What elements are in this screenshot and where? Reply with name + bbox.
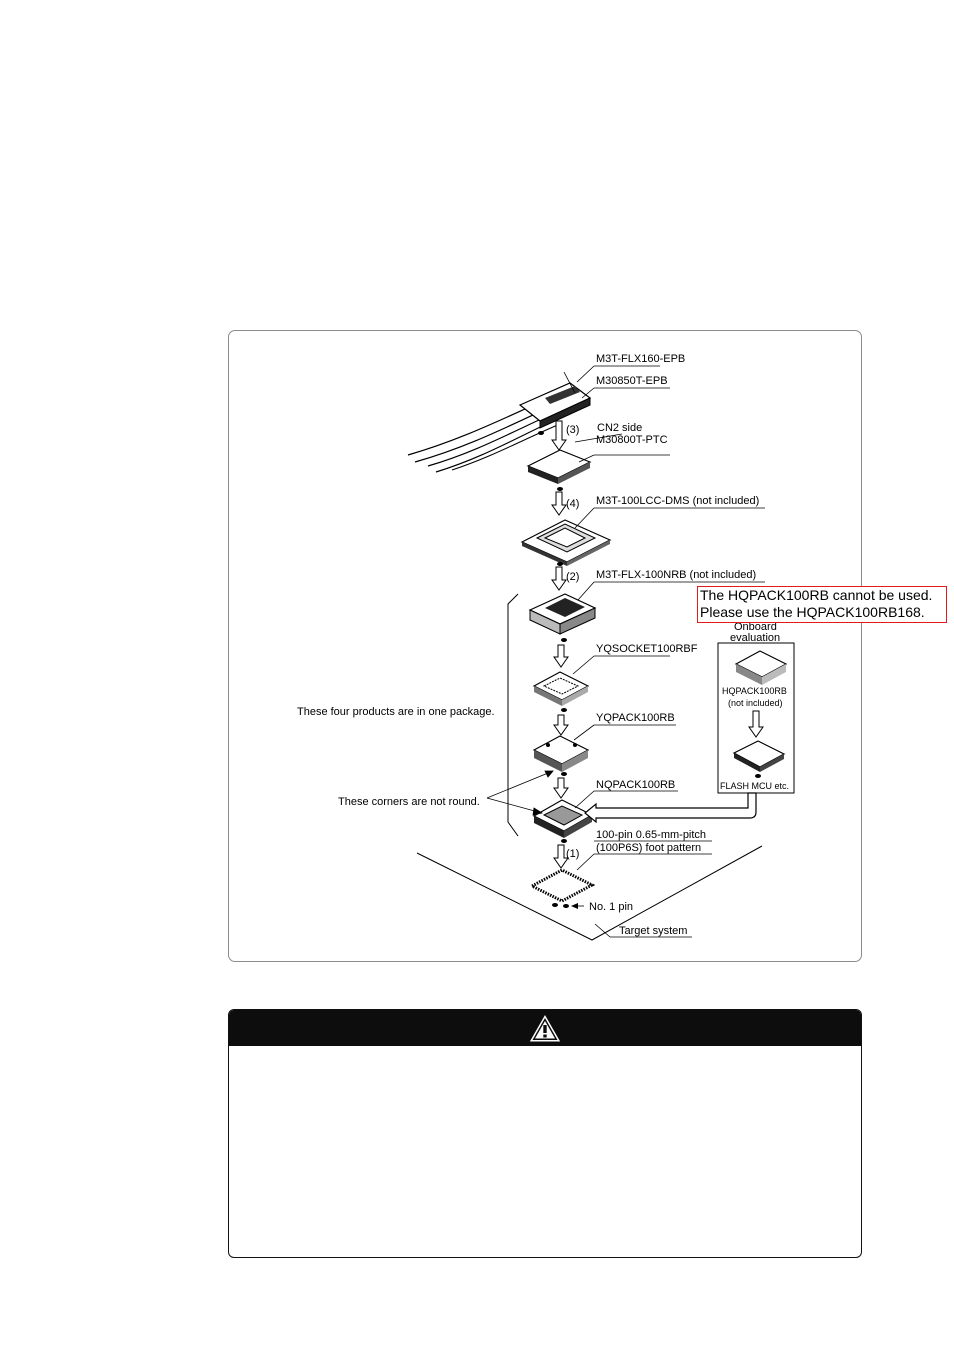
ptc-board: [526, 449, 592, 491]
arrow-step4: [551, 491, 567, 516]
label-target-system: Target system: [619, 925, 687, 937]
label-cn2-side: CN2 side: [597, 422, 642, 434]
label-hqpack: HQPACK100RB: [722, 686, 787, 696]
warning-header: [229, 1010, 861, 1046]
replacement-note: The HQPACK100RB cannot be used. Please u…: [697, 586, 947, 623]
label-dms: M3T-100LCC-DMS (not included): [596, 495, 759, 507]
label-foot-pattern-2: (100P6S) foot pattern: [596, 842, 701, 854]
step-1-label: (1): [566, 848, 579, 860]
label-yqpack: YQPACK100RB: [596, 712, 675, 724]
arrow-yqsocket-to-yqpack: [553, 714, 569, 736]
label-flx160-epb: M3T-FLX160-EPB: [596, 353, 685, 365]
label-onboard: Onboard: [734, 621, 777, 633]
figure-frame: [228, 330, 862, 962]
label-evaluation: evaluation: [730, 632, 780, 644]
label-corners: These corners are not round.: [338, 796, 480, 808]
arrow-step1: [553, 844, 569, 869]
label-m30800t-ptc: M30800T-PTC: [596, 434, 668, 446]
label-yqsocket: YQSOCKET100RBF: [596, 643, 698, 655]
label-no1-pin: No. 1 pin: [589, 901, 633, 913]
warning-box: [228, 1009, 862, 1258]
warning-triangle-icon: [528, 1012, 562, 1043]
nqpack-part: [532, 799, 594, 843]
step-4-label: (4): [566, 498, 579, 510]
arrow-step2: [551, 566, 567, 591]
note-line-1: The HQPACK100RB cannot be used.: [700, 587, 933, 603]
foot-pattern: [531, 868, 596, 903]
label-m30850t-epb: M30850T-EPB: [596, 375, 668, 387]
label-foot-pattern-1: 100-pin 0.65-mm-pitch: [596, 829, 706, 841]
corner-pointers: [486, 770, 554, 816]
label-nqpack: NQPACK100RB: [596, 779, 675, 791]
arrow-flx-to-yqsocket: [553, 644, 569, 668]
label-four-products: These four products are in one package.: [297, 706, 495, 718]
onboard-to-nqpack-arrow: [584, 792, 757, 824]
dms-board: [520, 519, 612, 566]
package-bracket: [507, 593, 519, 837]
onboard-evaluation-box: [717, 642, 795, 794]
label-flx-100nrb: M3T-FLX-100NRB (not included): [596, 569, 756, 581]
label-hqpack-not-included: (not included): [728, 698, 783, 708]
flx-100nrb-board: [528, 593, 597, 642]
arrow-step3: [551, 420, 567, 451]
epb-board: [518, 382, 592, 435]
target-system-plane: [416, 845, 763, 941]
yqsocket-part: [532, 671, 590, 712]
step-3-label: (3): [566, 424, 579, 436]
label-flash-mcu: FLASH MCU etc.: [720, 781, 789, 791]
yqpack-part: [532, 735, 590, 776]
arrow-yqpack-to-nqpack: [553, 777, 569, 799]
step-2-label: (2): [566, 571, 579, 583]
note-line-2: Please use the HQPACK100RB168.: [700, 604, 925, 620]
